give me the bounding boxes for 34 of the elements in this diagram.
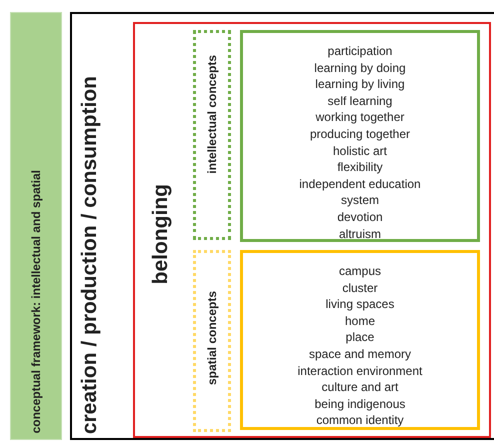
list-item: system <box>340 192 379 209</box>
list-item: home <box>344 312 376 330</box>
concept-list-box <box>240 30 480 242</box>
frame-title: creation / production / consumption <box>78 76 102 434</box>
list-item: living spaces <box>326 296 394 313</box>
list-item: interaction environment <box>298 362 422 380</box>
framework-frame <box>70 12 494 440</box>
list-item: learning by doing <box>314 60 406 76</box>
category-label: intellectual concepts <box>205 55 219 174</box>
band-title: conceptual framework: intellectual and spatial <box>29 170 43 433</box>
list-item: being indigenous <box>314 396 406 412</box>
list-item: flexibility <box>337 159 383 176</box>
list-item: altruism <box>338 226 381 242</box>
list-item: culture and art <box>322 379 398 396</box>
list-item: holistic art <box>332 142 388 160</box>
list-item: campus <box>338 263 382 280</box>
list-item: working together <box>316 109 404 126</box>
title-band <box>10 12 62 440</box>
category-box <box>193 30 231 240</box>
list-item: place <box>346 329 374 346</box>
list-item: independent education <box>299 176 421 192</box>
list-item: producing together <box>310 126 410 143</box>
category-box <box>193 250 231 432</box>
category-label: spatial concepts <box>205 291 219 386</box>
list-item: cluster <box>342 280 378 296</box>
list-item: devotion <box>337 208 383 226</box>
frame-title: belonging <box>149 184 173 284</box>
belonging-frame <box>133 22 491 438</box>
concept-list-box <box>240 250 480 430</box>
list-item: learning by living <box>315 76 405 93</box>
list-item: participation <box>328 43 392 60</box>
list-item: space and memory <box>308 346 412 363</box>
list-item: common identity <box>316 412 404 429</box>
list-item: self learning <box>328 92 392 110</box>
